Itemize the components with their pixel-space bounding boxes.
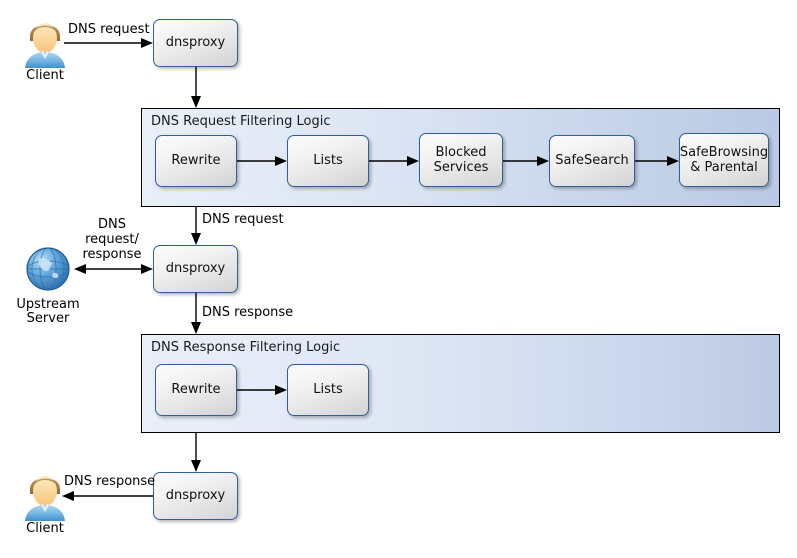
group-dns-response-filtering: DNS Response Filtering Logic [141, 334, 780, 433]
node-dnsproxy-middle-label: dnsproxy [165, 261, 226, 277]
node-dnsproxy-bottom-label: dnsproxy [165, 488, 226, 504]
actor-upstream-server [22, 243, 74, 295]
actor-upstream-label-line1: Upstream [16, 297, 80, 312]
user-avatar-icon [25, 476, 65, 521]
group-response-title: DNS Response Filtering Logic [151, 340, 341, 355]
stage-lists-request[interactable]: Lists [287, 135, 369, 187]
actor-upstream-label-line2: Server [26, 311, 70, 326]
stage-blocked-services-label-line1: Blocked [435, 144, 487, 160]
actor-client-bottom-label: Client [26, 521, 64, 536]
stage-lists-response[interactable]: Lists [287, 364, 369, 416]
actor-client-bottom [22, 467, 68, 521]
node-dnsproxy-top[interactable]: dnsproxy [153, 19, 238, 67]
actor-client-top-label: Client [26, 68, 64, 83]
node-dnsproxy-bottom[interactable]: dnsproxy [153, 472, 238, 520]
stage-safebrowsing-label-line2: & Parental [690, 160, 758, 175]
edge-label-upstream-line3: response [82, 247, 142, 262]
user-avatar-icon [25, 23, 65, 68]
stage-safebrowsing-label-line1: SafeBrowsing [679, 144, 769, 160]
node-dnsproxy-middle[interactable]: dnsproxy [153, 245, 238, 293]
stage-safesearch[interactable]: SafeSearch [549, 135, 635, 187]
stage-lists-response-label: Lists [313, 382, 343, 398]
stage-blocked-services[interactable]: Blocked Services [419, 133, 503, 187]
edge-label-upstream-line1: DNS [98, 217, 126, 232]
group-request-title: DNS Request Filtering Logic [151, 114, 331, 129]
globe-icon [26, 247, 70, 291]
edge-label-client-to-proxy: DNS request [68, 22, 150, 37]
edge-label-proxy-to-client: DNS response [64, 474, 156, 489]
stage-safebrowsing-parental[interactable]: SafeBrowsing & Parental [679, 133, 769, 187]
stage-rewrite-request-label: Rewrite [171, 153, 221, 169]
stage-rewrite-response-label: Rewrite [171, 382, 221, 398]
edge-label-request-group-to-proxy: DNS request [202, 212, 284, 227]
stage-blocked-services-label-line2: Services [433, 160, 489, 175]
stage-rewrite-response[interactable]: Rewrite [155, 364, 237, 416]
stage-rewrite-request[interactable]: Rewrite [155, 135, 237, 187]
edge-label-upstream-line2: request/ [85, 232, 139, 247]
stage-lists-request-label: Lists [313, 153, 343, 169]
actor-client-top [22, 14, 68, 68]
edge-label-proxy-to-response-group: DNS response [202, 305, 294, 320]
node-dnsproxy-top-label: dnsproxy [165, 35, 226, 51]
stage-safesearch-label: SafeSearch [555, 153, 629, 169]
